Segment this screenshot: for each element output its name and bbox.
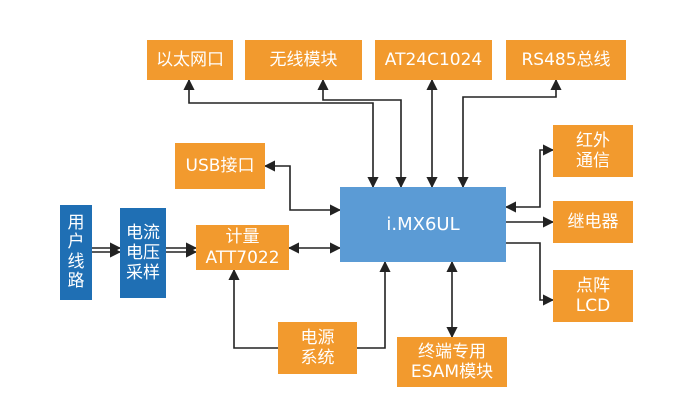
node-user-line-char3: 线 — [67, 251, 85, 272]
node-cpu: i.MX6UL — [340, 187, 506, 262]
node-lcd-line2: LCD — [575, 296, 611, 316]
node-eeprom-label: AT24C1024 — [384, 49, 483, 70]
node-power-line1: 电源 — [300, 327, 335, 348]
node-cpu-label: i.MX6UL — [386, 213, 460, 235]
node-lcd: 点阵 LCD — [553, 270, 633, 322]
node-relay-label: 继电器 — [567, 211, 619, 232]
node-user-line: 用 户 线 路 — [60, 205, 92, 300]
node-sampling-line3: 采样 — [126, 263, 160, 284]
node-relay: 继电器 — [553, 201, 633, 243]
node-eeprom: AT24C1024 — [375, 40, 492, 80]
node-user-line-char1: 用 — [67, 213, 85, 234]
node-wireless-label: 无线模块 — [269, 49, 338, 70]
node-wireless-module: 无线模块 — [245, 40, 362, 80]
wire-usb-cpu — [263, 160, 342, 216]
wire-power-cpu — [357, 260, 391, 349]
node-user-line-char4: 路 — [67, 270, 85, 291]
node-ethernet-label: 以太网口 — [156, 49, 224, 70]
node-infrared-line1: 红外 — [576, 130, 610, 151]
node-rs485-label: RS485总线 — [521, 49, 611, 70]
node-ethernet: 以太网口 — [147, 40, 233, 80]
wire-rs485-cpu — [457, 78, 562, 189]
wire-infrared-cpu — [504, 144, 555, 213]
node-power-system: 电源 系统 — [278, 322, 357, 374]
node-sampling: 电流 电压 采样 — [120, 208, 166, 298]
node-sampling-line2: 电压 — [126, 242, 160, 263]
wire-wireless-cpu — [317, 78, 407, 189]
node-usb: USB接口 — [175, 143, 265, 189]
node-sampling-line1: 电流 — [126, 222, 160, 243]
node-usb-label: USB接口 — [185, 155, 255, 176]
node-power-line2: 系统 — [300, 348, 335, 368]
node-user-line-char2: 户 — [67, 232, 85, 253]
node-rs485-bus: RS485总线 — [506, 40, 626, 80]
node-esam-line1: 终端专用 — [418, 341, 486, 362]
node-infrared: 红外 通信 — [553, 125, 633, 177]
node-esam-line2: ESAM模块 — [410, 362, 494, 382]
node-infrared-line2: 通信 — [576, 151, 610, 171]
node-metering-line1: 计量 — [225, 227, 260, 248]
wire-lcd-cpu — [506, 242, 555, 306]
node-metering: 计量 ATT7022 — [196, 225, 289, 270]
node-esam: 终端专用 ESAM模块 — [397, 337, 507, 387]
node-lcd-line1: 点阵 — [576, 275, 610, 296]
node-metering-line2: ATT7022 — [205, 247, 280, 268]
wire-power-metering — [228, 268, 278, 349]
